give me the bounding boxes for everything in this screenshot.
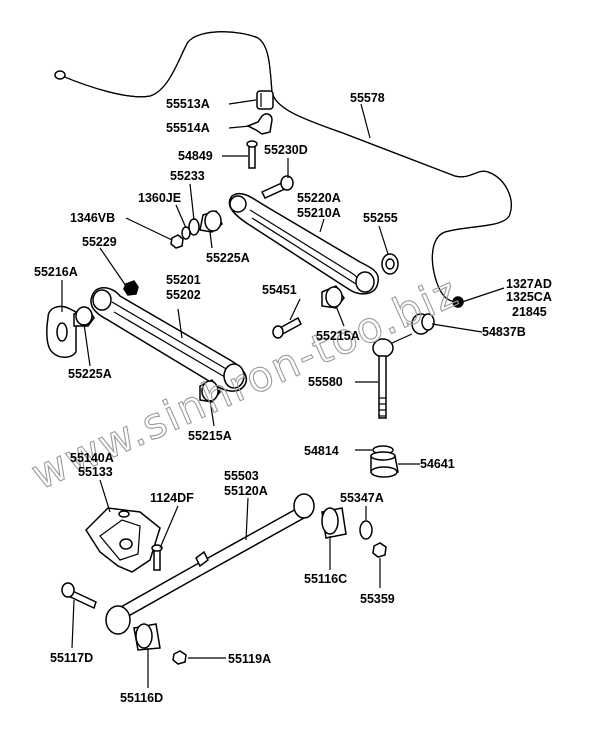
label-55116D: 55116D: [120, 691, 163, 705]
label-55255: 55255: [363, 211, 398, 225]
bushing-54837B: [411, 313, 435, 335]
bushing-55116D: [133, 623, 161, 651]
part-labels: 55513A 55578 55514A 54849 55230D 55233 1…: [34, 91, 552, 705]
bolt-1124DF: [151, 544, 163, 571]
bolt-55117D: [61, 582, 97, 610]
bushing-55513A: [256, 90, 274, 110]
label-55201: 55201: [166, 273, 201, 287]
label-55514A: 55514A: [166, 121, 210, 135]
upper-arm-55220A: [228, 192, 380, 295]
label-1327AD: 1327AD: [506, 277, 552, 291]
label-55120A: 55120A: [224, 484, 268, 498]
label-1325CA: 1325CA: [506, 290, 552, 304]
label-54814: 54814: [304, 444, 339, 458]
label-55359: 55359: [360, 592, 395, 606]
label-55220A: 55220A: [297, 191, 341, 205]
label-55233: 55233: [170, 169, 205, 183]
label-54641: 54641: [420, 457, 455, 471]
label-54849: 54849: [178, 149, 213, 163]
label-55202: 55202: [166, 288, 201, 302]
label-55116C: 55116C: [304, 572, 347, 586]
bracket-55140A: [85, 507, 161, 573]
label-55215A-top: 55215A: [316, 329, 360, 343]
bushing-54641: [370, 451, 399, 478]
bushing-55116C: [321, 507, 347, 539]
label-55140A: 55140A: [70, 451, 114, 465]
link-55580: [372, 333, 413, 419]
bolt-55451: [272, 316, 302, 339]
nut-55359: [372, 542, 387, 558]
bushing-55225A-bottom: [73, 306, 95, 327]
label-55513A: 55513A: [166, 97, 210, 111]
bracket-55216A: [46, 305, 77, 358]
label-55225A-bottom: 55225A: [68, 367, 112, 381]
bracket-55514A: [246, 113, 273, 135]
label-55210A: 55210A: [297, 206, 341, 220]
leader-lines: [61, 99, 505, 688]
label-1124DF: 1124DF: [150, 491, 194, 505]
label-55580: 55580: [308, 375, 343, 389]
label-55225A-top: 55225A: [206, 251, 250, 265]
washer-55233: [181, 218, 200, 240]
lower-arm-55201: [90, 287, 248, 392]
stabilizer-bar: [54, 31, 512, 303]
nut-55229: [123, 280, 139, 296]
label-55216A: 55216A: [34, 265, 78, 279]
label-55347A: 55347A: [340, 491, 384, 505]
trailing-arm-55503: [105, 493, 315, 635]
label-55229: 55229: [82, 235, 117, 249]
label-55215A-bottom: 55215A: [188, 429, 232, 443]
label-54837B: 54837B: [482, 325, 526, 339]
label-21845: 21845: [512, 305, 547, 319]
label-55451: 55451: [262, 283, 297, 297]
label-55578: 55578: [350, 91, 385, 105]
washer-55347A: [359, 520, 373, 540]
bushing-55225A-top: [199, 210, 223, 233]
ring-55255: [381, 253, 399, 275]
label-55119A: 55119A: [228, 652, 271, 666]
label-55503: 55503: [224, 469, 259, 483]
bolt-54849: [246, 140, 258, 169]
label-55133: 55133: [78, 465, 113, 479]
bolt-55230D: [260, 175, 294, 199]
bushing-55215A-top: [321, 285, 345, 309]
label-55230D: 55230D: [264, 143, 308, 157]
nut-1346VB: [170, 234, 184, 249]
label-1346VB: 1346VB: [70, 211, 115, 225]
label-1360JE: 1360JE: [138, 191, 181, 205]
nut-55119A: [172, 650, 187, 665]
label-55117D: 55117D: [50, 651, 93, 665]
bushing-55215A-bottom: [199, 379, 221, 403]
